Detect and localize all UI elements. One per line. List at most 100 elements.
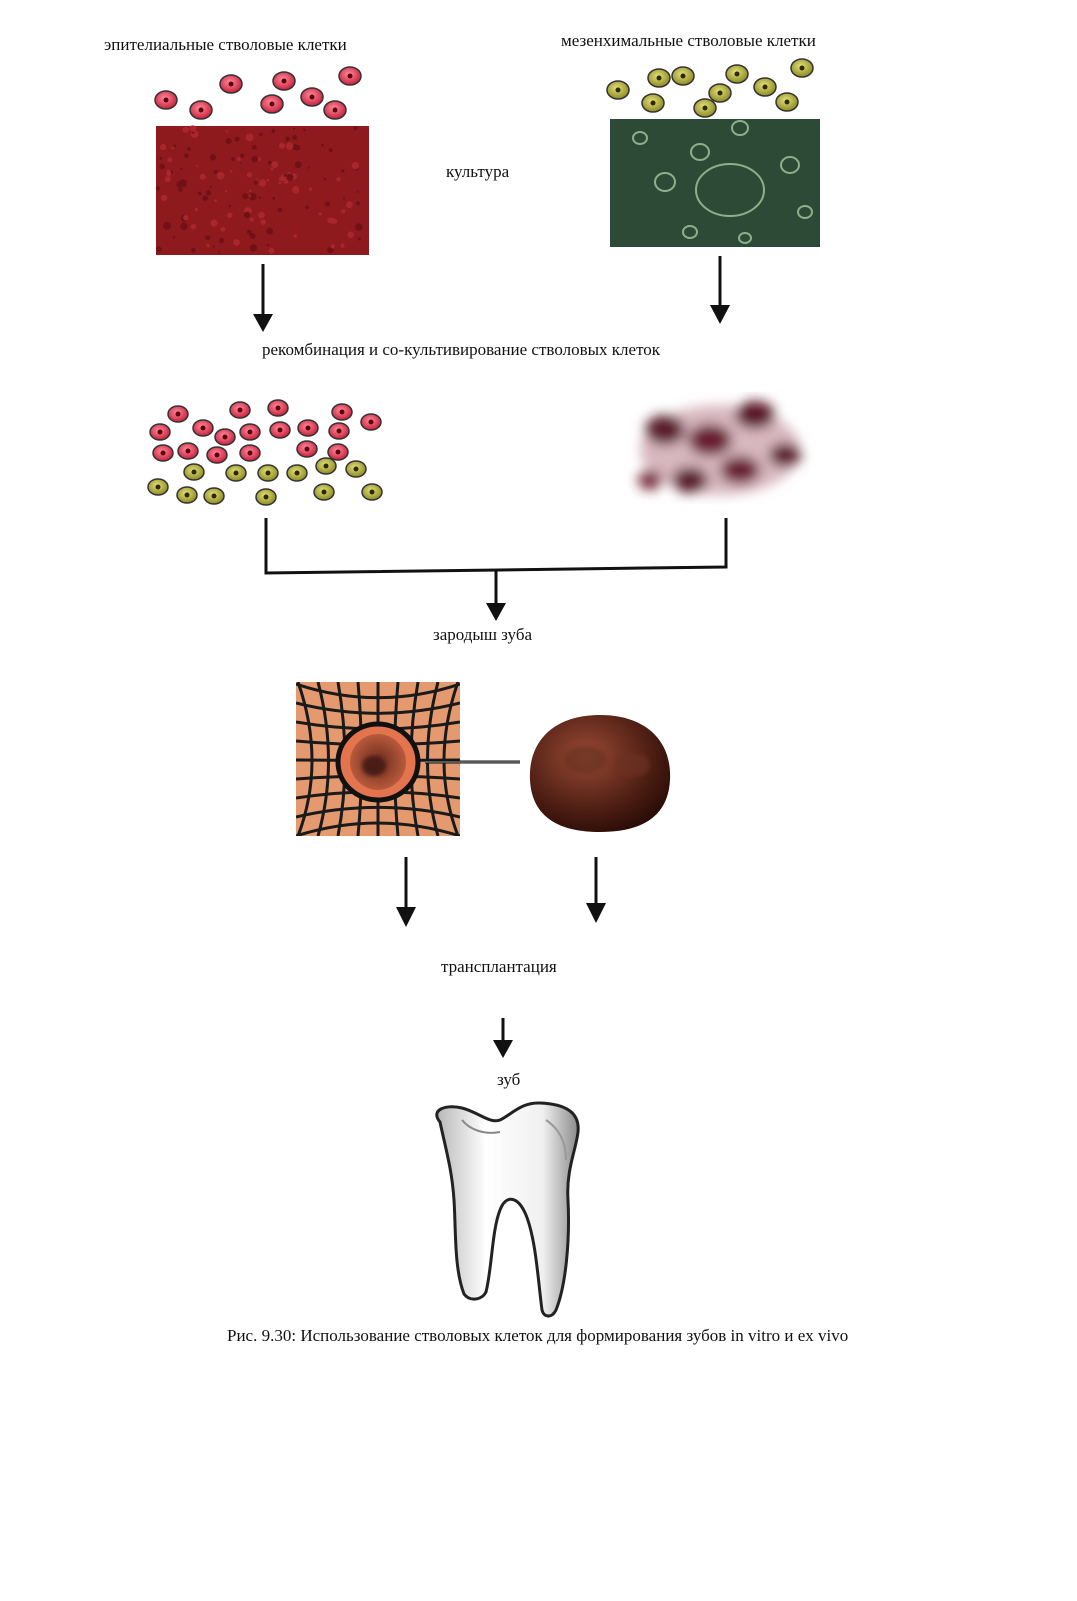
culture-speckle	[234, 136, 240, 142]
culture-speckle	[346, 201, 353, 209]
culture-speckle	[187, 146, 191, 151]
culture-speckle	[341, 209, 346, 214]
culture-speckle	[191, 247, 196, 253]
culture-speckle	[164, 176, 171, 183]
mesenchymal-cells-group	[606, 58, 814, 118]
culture-speckle	[199, 173, 206, 180]
cell-nucleus	[369, 489, 375, 495]
scaffold-grid-line	[296, 805, 460, 819]
culture-speckle	[209, 154, 217, 161]
scaffold-with-germ	[296, 682, 460, 836]
culture-speckle	[328, 217, 335, 224]
culture-speckle	[178, 187, 183, 192]
mixed-cells-group	[147, 399, 383, 506]
culture-speckle	[267, 160, 272, 165]
cell-nucleus	[304, 446, 310, 452]
mesenchymal-culture-block	[610, 119, 820, 247]
arrow-head-icon	[486, 603, 506, 621]
cell-nucleus	[680, 73, 686, 79]
cell-nucleus	[294, 470, 300, 476]
mesenchymal-culture-colonies	[632, 120, 813, 244]
scaffold-grid-line	[442, 682, 460, 836]
label-tooth: зуб	[497, 1070, 521, 1089]
culture-speckle	[323, 177, 327, 181]
culture-speckle	[180, 222, 188, 231]
cell-nucleus	[214, 452, 220, 458]
culture-speckle	[355, 223, 363, 231]
culture-speckle	[183, 153, 189, 159]
cell-nucleus	[175, 411, 181, 417]
culture-speckle	[270, 167, 274, 171]
cell-nucleus	[184, 492, 190, 498]
cell-nucleus	[368, 419, 374, 425]
culture-speckle	[249, 217, 254, 222]
culture-speckle	[225, 137, 232, 145]
cell-nucleus	[155, 484, 161, 490]
culture-speckle	[251, 155, 259, 163]
culture-speckle	[272, 196, 276, 200]
culture-speckle	[191, 131, 195, 134]
arrow-head-icon	[586, 903, 606, 923]
cell-nucleus	[799, 65, 805, 71]
culture-speckle	[229, 170, 233, 173]
cell-nucleus	[702, 105, 708, 111]
cell-nucleus	[353, 466, 359, 472]
culture-speckle	[293, 234, 298, 238]
cell-nucleus	[185, 448, 191, 454]
culture-speckle	[163, 221, 171, 230]
cell-nucleus	[157, 429, 163, 435]
label-recombination: рекомбинация и со-культивирование стволо…	[262, 340, 661, 359]
culture-speckle	[171, 146, 174, 150]
culture-speckle	[159, 144, 167, 151]
culture-speckle	[278, 181, 282, 184]
culture-speckle	[205, 235, 211, 241]
culture-speckle	[249, 192, 257, 201]
culture-speckle	[240, 153, 245, 158]
culture-speckle	[256, 178, 259, 181]
cell-nucleus	[335, 449, 341, 455]
culture-speckle	[260, 219, 266, 225]
epithelial-cells-group	[154, 66, 362, 120]
culture-speckle	[155, 186, 161, 191]
figure-caption: Рис. 9.30: Использование стволовых клето…	[227, 1326, 849, 1345]
culture-speckle	[243, 211, 251, 219]
culture-speckle	[166, 169, 171, 174]
cell-nucleus	[198, 107, 204, 113]
culture-speckle	[224, 190, 228, 193]
culture-speckle	[285, 142, 294, 150]
culture-speckle	[159, 163, 165, 170]
cell-nucleus	[247, 450, 253, 456]
arrow-head-icon	[493, 1040, 513, 1058]
culture-speckle	[258, 211, 265, 219]
culture-speckle	[292, 135, 298, 140]
culture-speckle	[356, 190, 359, 193]
label-epithelial-stem-cells: эпителиальные стволовые клетки	[104, 35, 347, 54]
cell-nucleus	[265, 470, 271, 476]
culture-speckle	[194, 207, 198, 212]
culture-speckle	[271, 161, 279, 169]
cell-aggregate	[638, 401, 801, 495]
culture-speckle	[209, 185, 213, 189]
culture-speckle	[285, 139, 289, 142]
culture-speckle	[202, 195, 208, 201]
culture-speckle	[357, 237, 362, 241]
cell-nucleus	[160, 450, 166, 456]
culture-speckle	[173, 144, 177, 148]
cell-nucleus	[336, 428, 342, 434]
culture-speckle	[205, 190, 212, 196]
tooth-germ-sphere	[529, 715, 671, 832]
culture-speckle	[266, 227, 274, 235]
culture-speckle	[227, 212, 233, 218]
cell-nucleus	[332, 107, 338, 113]
culture-speckle	[353, 126, 358, 131]
label-mesenchymal-stem-cells: мезенхимальные стволовые клетки	[561, 31, 816, 50]
culture-speckle	[236, 157, 241, 161]
culture-speckle	[180, 167, 183, 170]
culture-speckle	[195, 164, 198, 167]
label-tooth-germ: зародыш зуба	[433, 625, 533, 644]
label-transplantation: трансплантация	[441, 957, 557, 976]
culture-speckle	[172, 236, 176, 239]
scaffold-grid-line	[426, 682, 440, 836]
culture-speckle	[228, 204, 232, 208]
culture-speckle	[242, 193, 249, 200]
